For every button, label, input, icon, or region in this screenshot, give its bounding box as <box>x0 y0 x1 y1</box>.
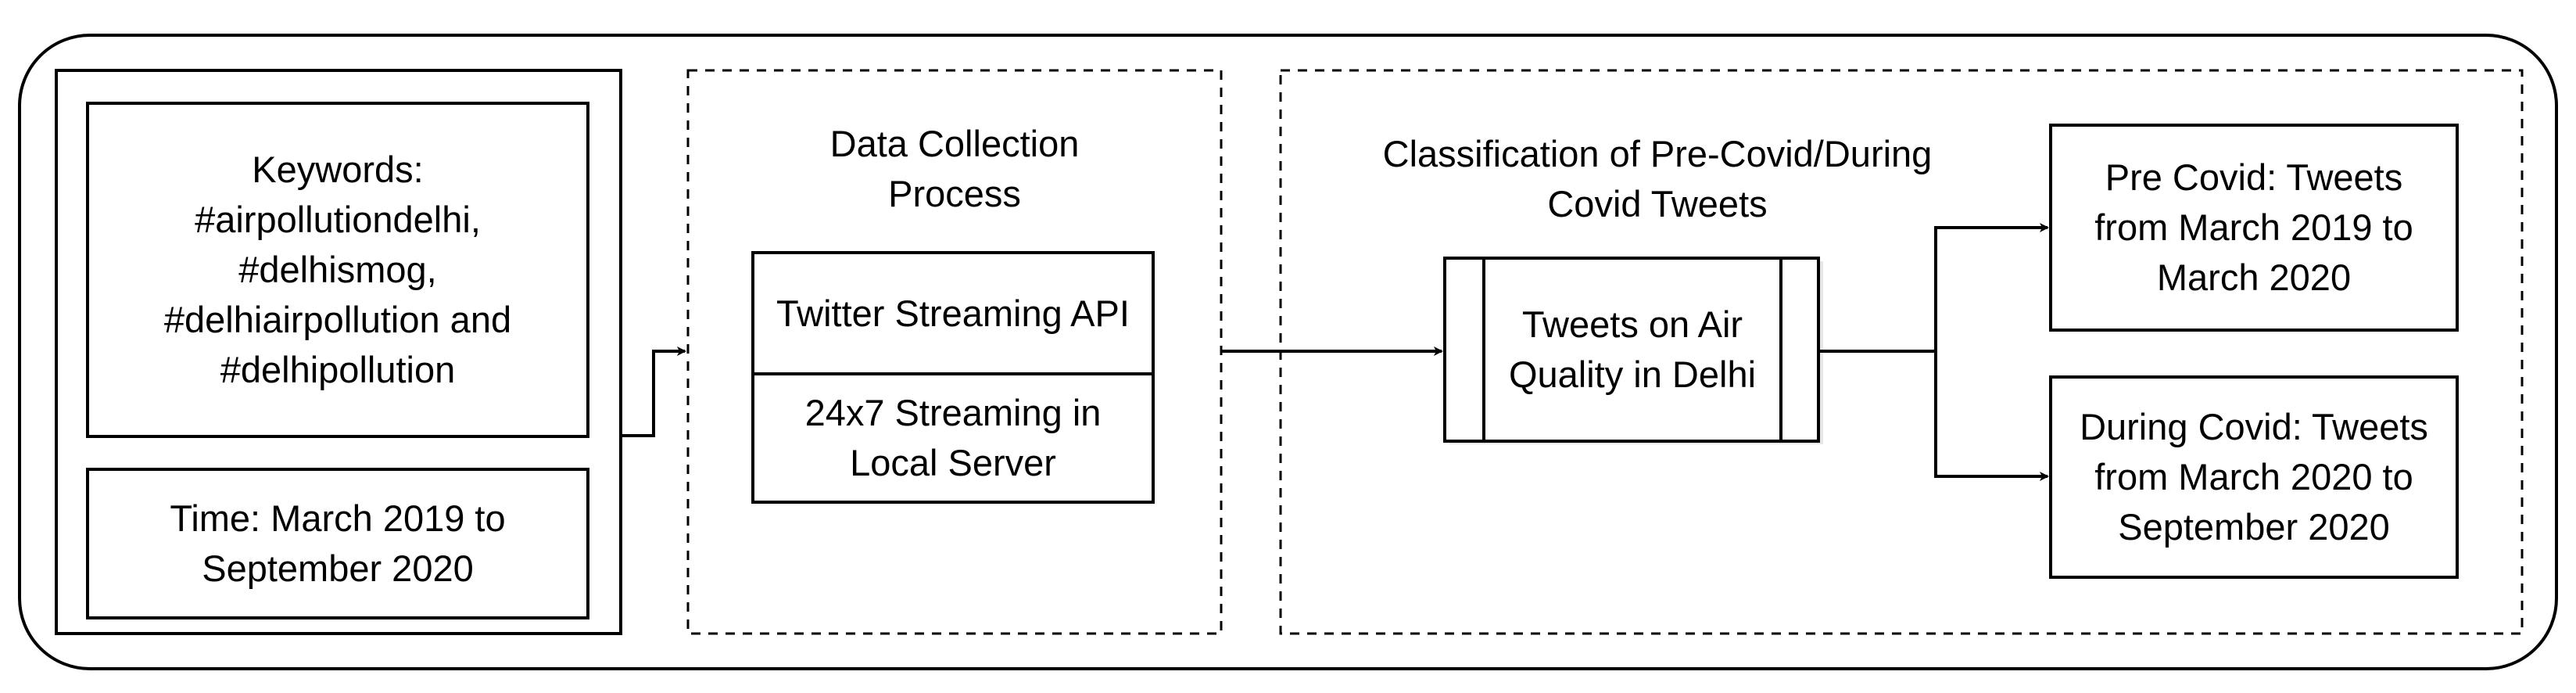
keywords-text: Keywords: #airpollutiondelhi, #delhismog… <box>163 149 512 390</box>
streaming-box <box>751 372 1155 504</box>
keywords-box <box>86 102 589 438</box>
pre-covid-box <box>2049 124 2459 332</box>
during-covid-box <box>2049 375 2459 579</box>
time-box <box>86 468 589 619</box>
tweets-box <box>1443 257 1820 443</box>
pre-covid-text: Pre Covid: Tweets from March 2019 to Mar… <box>2094 156 2413 298</box>
twitter-api-text: Twitter Streaming API <box>776 292 1130 334</box>
outer-frame <box>18 34 2558 670</box>
connector-inputs-to-collection <box>621 346 686 437</box>
time-text: Time: March 2019 to September 2020 <box>170 497 506 589</box>
connector-tweets-to-during-covid <box>1934 351 2049 481</box>
tweets-text: Tweets on Air Quality in Delhi <box>1508 303 1757 395</box>
collection-title: Data Collection Process <box>829 123 1080 214</box>
input-container <box>55 69 622 635</box>
during-covid-text: During Covid: Tweets from March 2020 to … <box>2080 406 2428 548</box>
connector-tweets-to-pre-covid <box>1818 223 2049 353</box>
streaming-text: 24x7 Streaming in Local Server <box>804 392 1102 483</box>
classification-title: Classification of Pre-Covid/During Covid… <box>1382 133 1933 224</box>
